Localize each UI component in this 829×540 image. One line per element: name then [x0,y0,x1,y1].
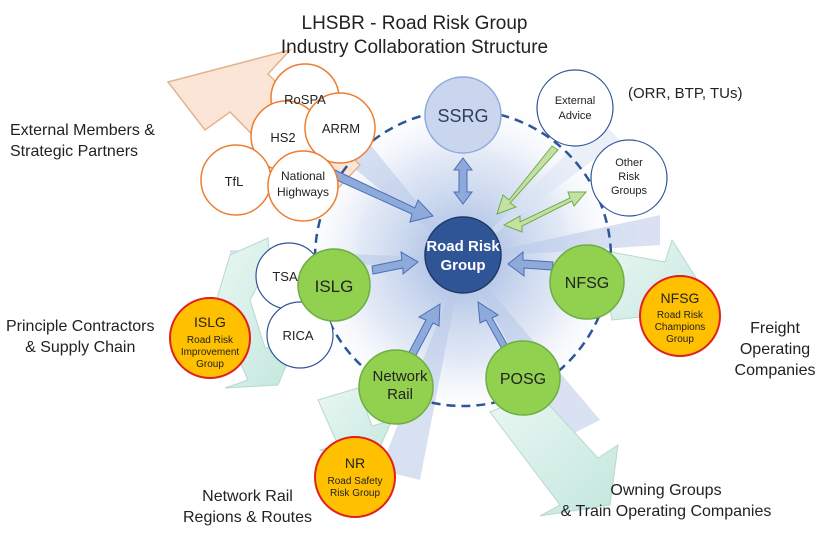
diagram-title: LHSBR - Road Risk Group Industry Collabo… [0,12,829,60]
islg-node [297,248,371,322]
nfsg-node [549,244,625,320]
national-highways-line2: Highways [277,185,329,199]
nfsg-subgroup-name: NFSG [661,290,700,306]
contractors-label-line2: & Supply Chain [25,339,136,356]
external-members-label-line2: Strategic Partners [10,143,139,160]
nfsg-subgroup-node [639,275,721,357]
nr-subgroup-name: NR [345,455,365,471]
islg-subgroup-line2: Improvement [181,347,240,358]
network-rail-line2: Rail [387,386,413,403]
advice-arrows [496,145,588,233]
freight-line1: Freight [750,320,800,337]
network-rail-regions-line2: Regions & Routes [183,509,312,526]
nfsg-subgroup-line1: Road Risk [657,310,704,321]
network-rail-node [358,349,434,425]
nr-subgroup-line2: Risk Group [330,488,380,499]
national-highways-line1: National [281,169,325,183]
other-risk-groups-line1: Other [615,157,643,169]
freight-label: Freight Operating Companies [725,318,825,381]
arrm-label: ARRM [322,121,360,136]
hub-label-line1: Road Risk [426,238,500,255]
title-line2: Industry Collaboration Structure [280,37,549,58]
rica-label: RICA [282,328,313,343]
external-members-label-line1: External Members & [10,122,155,139]
owning-groups-line2: & Train Operating Companies [560,503,772,520]
external-advice-note: (ORR, BTP, TUs) [628,85,742,102]
tfl-label: TfL [225,174,244,189]
external-advice-node [536,69,614,147]
contractors-label-line1: Principle Contractors [6,318,155,335]
islg-label: ISLG [315,277,354,296]
tsa-label: TSA [272,269,298,284]
contractors-label: Principle Contractors & Supply Chain [6,316,155,358]
arrm-bubble [304,92,376,164]
nr-subgroup-line1: Road Safety [327,476,382,487]
nfsg-subgroup-line3: Group [666,334,694,345]
posg-node [485,340,561,416]
ssrg-node [424,76,502,154]
rica-bubble [266,301,334,369]
hub-node [424,216,502,294]
connector-arrows [331,157,554,360]
nr-subgroup-node [314,436,396,518]
islg-subgroup-line3: Group [196,359,224,370]
nfsg-label: NFSG [565,275,609,292]
owning-groups-line1: Owning Groups [610,482,722,499]
other-risk-groups-node [590,139,668,217]
other-risk-groups-line2: Risk [618,171,640,183]
hub-label-line2: Group [441,257,486,274]
islg-subgroup-node [169,297,251,379]
external-advice-line1: External [555,95,595,107]
freight-line2: Operating [739,341,811,358]
owning-groups-arrow [489,394,619,517]
hs2-label: HS2 [270,130,295,145]
network-rail-regions-line1: Network Rail [202,488,293,505]
network-rail-regions-label: Network Rail Regions & Routes [183,486,312,528]
external-members-cluster [200,63,376,222]
external-members-label: External Members & Strategic Partners [10,120,155,162]
posg-label: POSG [500,371,546,388]
owning-groups-label: Owning Groups & Train Operating Companie… [551,480,781,522]
islg-subgroup-name: ISLG [194,314,226,330]
external-advice-line2: Advice [558,110,591,122]
title-line1: LHSBR - Road Risk Group [301,13,528,34]
national-highways-bubble [267,150,339,222]
rospa-label: RoSPA [284,92,326,107]
network-rail-line1: Network [372,368,428,385]
freight-line3: Companies [734,362,816,379]
other-risk-groups-line3: Groups [611,185,648,197]
islg-subgroup-line1: Road Risk [187,335,234,346]
ssrg-label: SSRG [437,106,488,126]
nfsg-subgroup-line2: Champions [655,322,706,333]
